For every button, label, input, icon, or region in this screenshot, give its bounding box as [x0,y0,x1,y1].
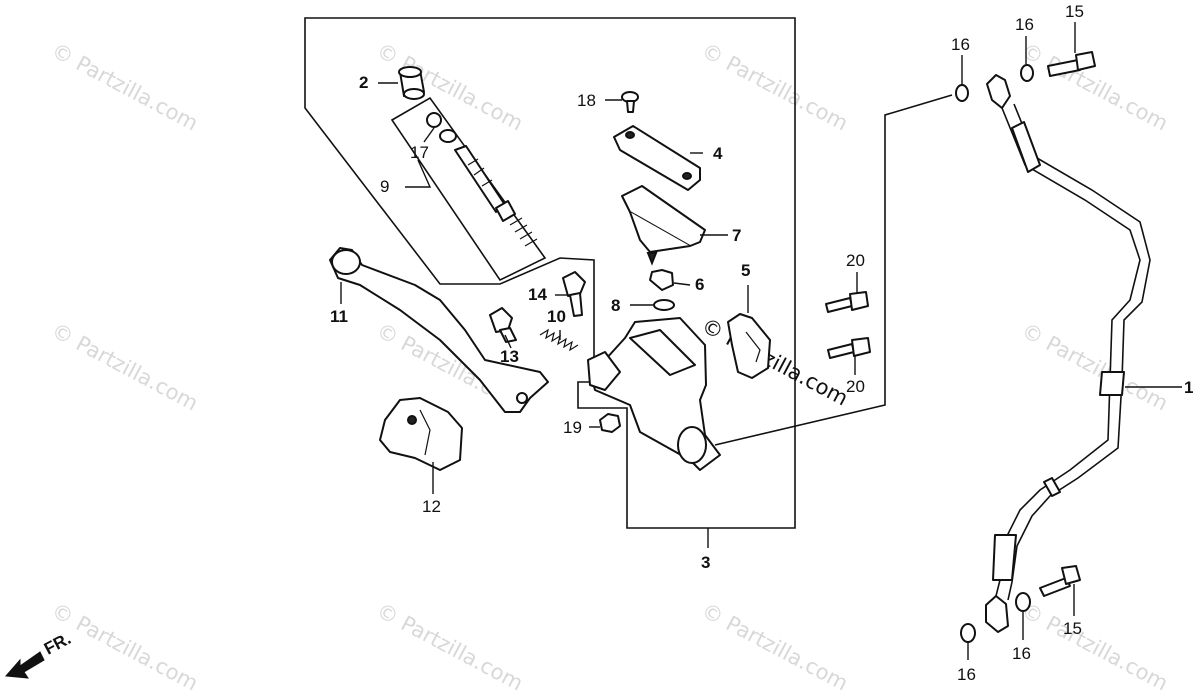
adjuster-bolt [489,307,517,343]
watermark: © Partzilla.com [1018,598,1172,691]
bolt-15-bottom [1039,565,1081,597]
pivot-bolt [562,271,586,317]
callout-6: 6 [695,275,704,294]
spring-part [539,328,579,352]
callout-14: 14 [528,285,547,304]
watermark: © Partzilla.com [48,318,202,415]
reservoir-cap [613,125,701,191]
washer-16-bottom-a [960,623,976,643]
watermark: © Partzilla.com [1018,38,1172,135]
clamp-holder [727,313,771,379]
callout-8: 8 [611,296,620,315]
front-label: FR. [41,629,74,659]
nut-part [599,413,621,433]
master-cylinder-body [587,317,721,471]
callout-15-bottom: 15 [1063,619,1082,638]
callout-11: 11 [330,307,348,326]
brake-lever [329,247,549,413]
watermark: © Partzilla.com [48,38,202,135]
watermark: © Partzilla.com [698,38,852,135]
callout-20-top: 20 [846,251,865,270]
callout-1: 1 [1184,378,1193,397]
callout-16-top-a: 16 [951,35,970,54]
callout-16-top-b: 16 [1015,15,1034,34]
assembly-outline [304,17,796,529]
brake-hose [985,74,1151,633]
callout-3: 3 [701,553,710,572]
callout-13: 13 [500,347,519,366]
callout-7: 7 [732,226,741,245]
leader-lines [340,22,1182,660]
callout-4: 4 [713,144,723,163]
circlip [653,299,675,311]
callout-16-bottom-a: 16 [957,665,976,684]
lever-cover [379,397,463,471]
bolt-15-top [1047,51,1096,77]
diaphragm-plate [621,185,706,266]
bolt-20-bottom [827,337,871,359]
watermark: © Partzilla.com [373,598,527,691]
callout-18: 18 [577,91,596,110]
callout-12: 12 [422,497,441,516]
callout-16-bottom-b: 16 [1012,644,1031,663]
cap-part [398,66,425,100]
diaphragm [649,269,674,291]
screw-part [621,91,639,113]
hose-connection-line [714,94,953,446]
watermark: © Partzilla.com [1018,318,1172,415]
washer-16-top-b [1020,64,1034,82]
callout-19: 19 [563,418,582,437]
callout-20-bottom: 20 [846,377,865,396]
callout-17: 17 [410,143,429,162]
washer-16-top-a [955,84,969,102]
washer-16-bottom-b [1015,592,1031,612]
callout-5: 5 [741,261,750,280]
front-direction-indicator: FR. [4,629,74,679]
callout-9: 9 [380,177,389,196]
callout-10: 10 [547,307,566,326]
watermark: © Partzilla.com [698,598,852,691]
front-arrow-icon [4,651,45,679]
callout-2: 2 [359,73,368,92]
piston-kit [390,96,547,282]
center-watermark: © Partzilla.com [698,313,852,410]
bolt-20-top [825,291,869,313]
callout-15-top: 15 [1065,2,1084,21]
watermark: © Partzilla.com [373,38,527,135]
